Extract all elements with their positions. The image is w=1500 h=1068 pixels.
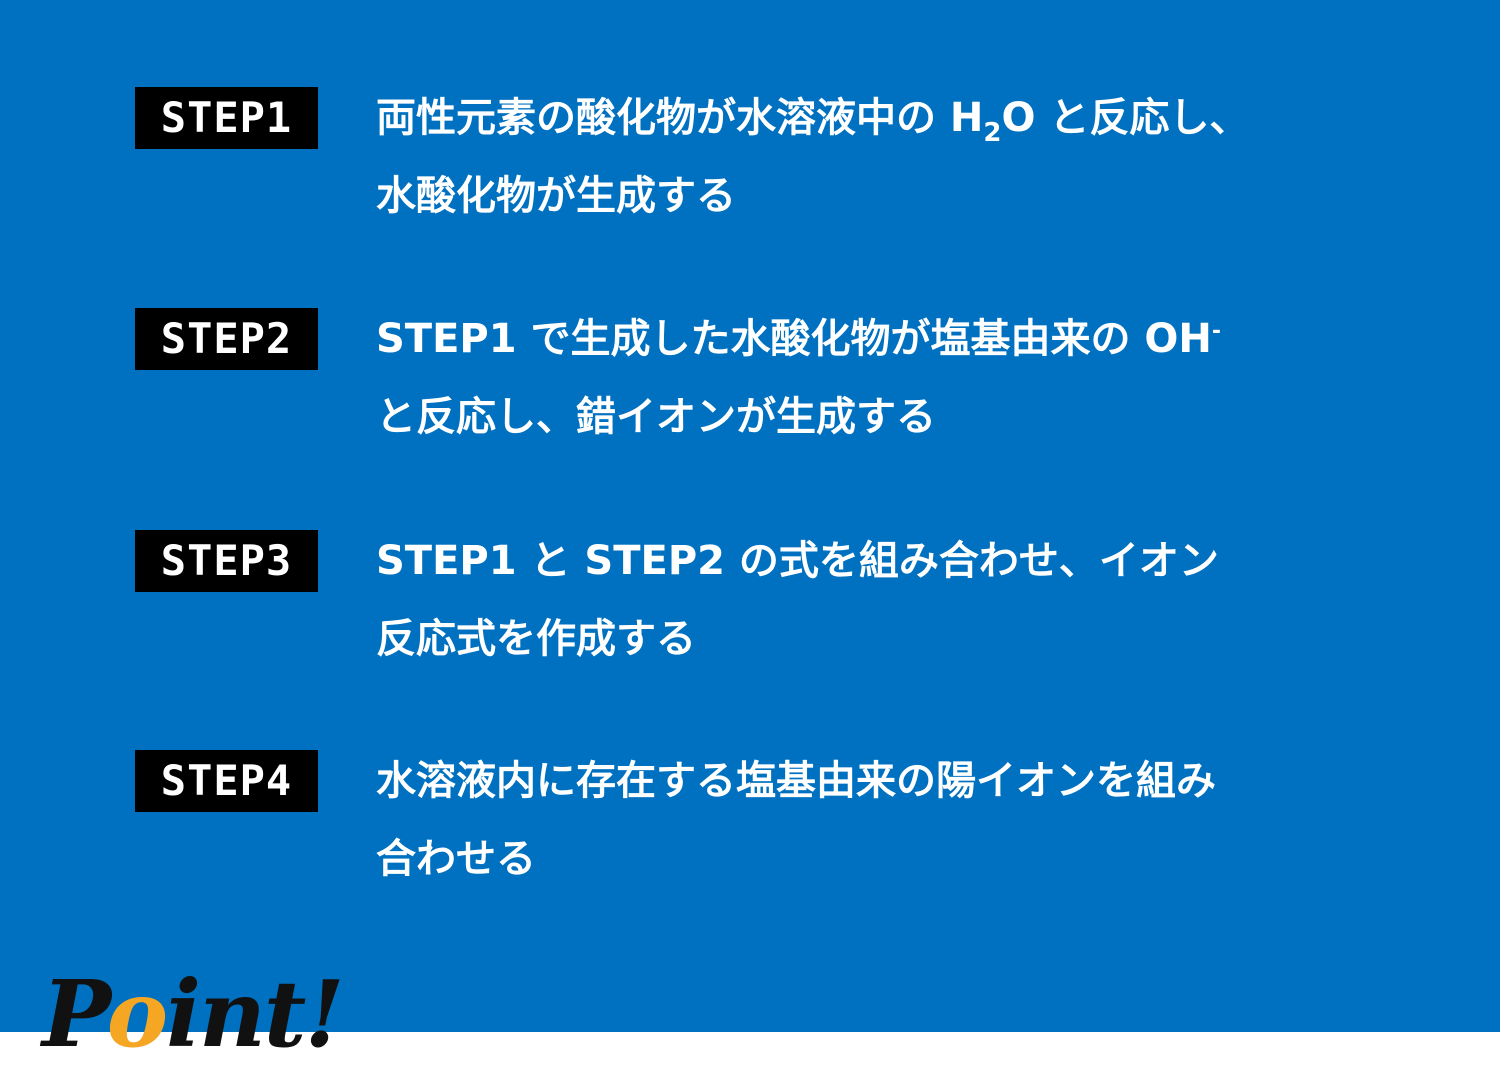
subscript-2: 2: [983, 118, 1002, 148]
step-3-badge: STEP3: [135, 530, 318, 592]
superscript-minus: -: [1211, 319, 1222, 344]
step-2-text: STEP1 で生成した水酸化物が塩基由来の OH- と反応し、錯イオンが生成する: [376, 300, 1356, 456]
step-3-line-2: 反応式を作成する: [376, 616, 696, 662]
step-2-badge: STEP2: [135, 308, 318, 370]
step-3-text: STEP1 と STEP2 の式を組み合わせ、イオン 反応式を作成する: [376, 522, 1356, 678]
step-4-badge: STEP4: [135, 750, 318, 812]
step-3-line-1: STEP1 と STEP2 の式を組み合わせ、イオン: [376, 538, 1219, 584]
step-1-line-1: 両性元素の酸化物が水溶液中の H2O と反応し、: [376, 95, 1250, 148]
point-logo: Point!: [42, 960, 345, 1068]
step-1-badge: STEP1: [135, 87, 318, 149]
step-4-line-1: 水溶液内に存在する塩基由来の陽イオンを組み: [376, 758, 1216, 804]
step-2-line-1: STEP1 で生成した水酸化物が塩基由来の OH-: [376, 316, 1222, 362]
step-1-text: 両性元素の酸化物が水溶液中の H2O と反応し、 水酸化物が生成する: [376, 79, 1356, 235]
step-1-line-2: 水酸化物が生成する: [376, 173, 736, 219]
blue-panel: STEP1 両性元素の酸化物が水溶液中の H2O と反応し、 水酸化物が生成する…: [0, 0, 1500, 1032]
point-logo-accent-letter: o: [106, 960, 168, 1068]
step-4-line-2: 合わせる: [376, 836, 536, 882]
step-4-text: 水溶液内に存在する塩基由来の陽イオンを組み 合わせる: [376, 742, 1356, 898]
step-2-line-2: と反応し、錯イオンが生成する: [376, 394, 936, 440]
